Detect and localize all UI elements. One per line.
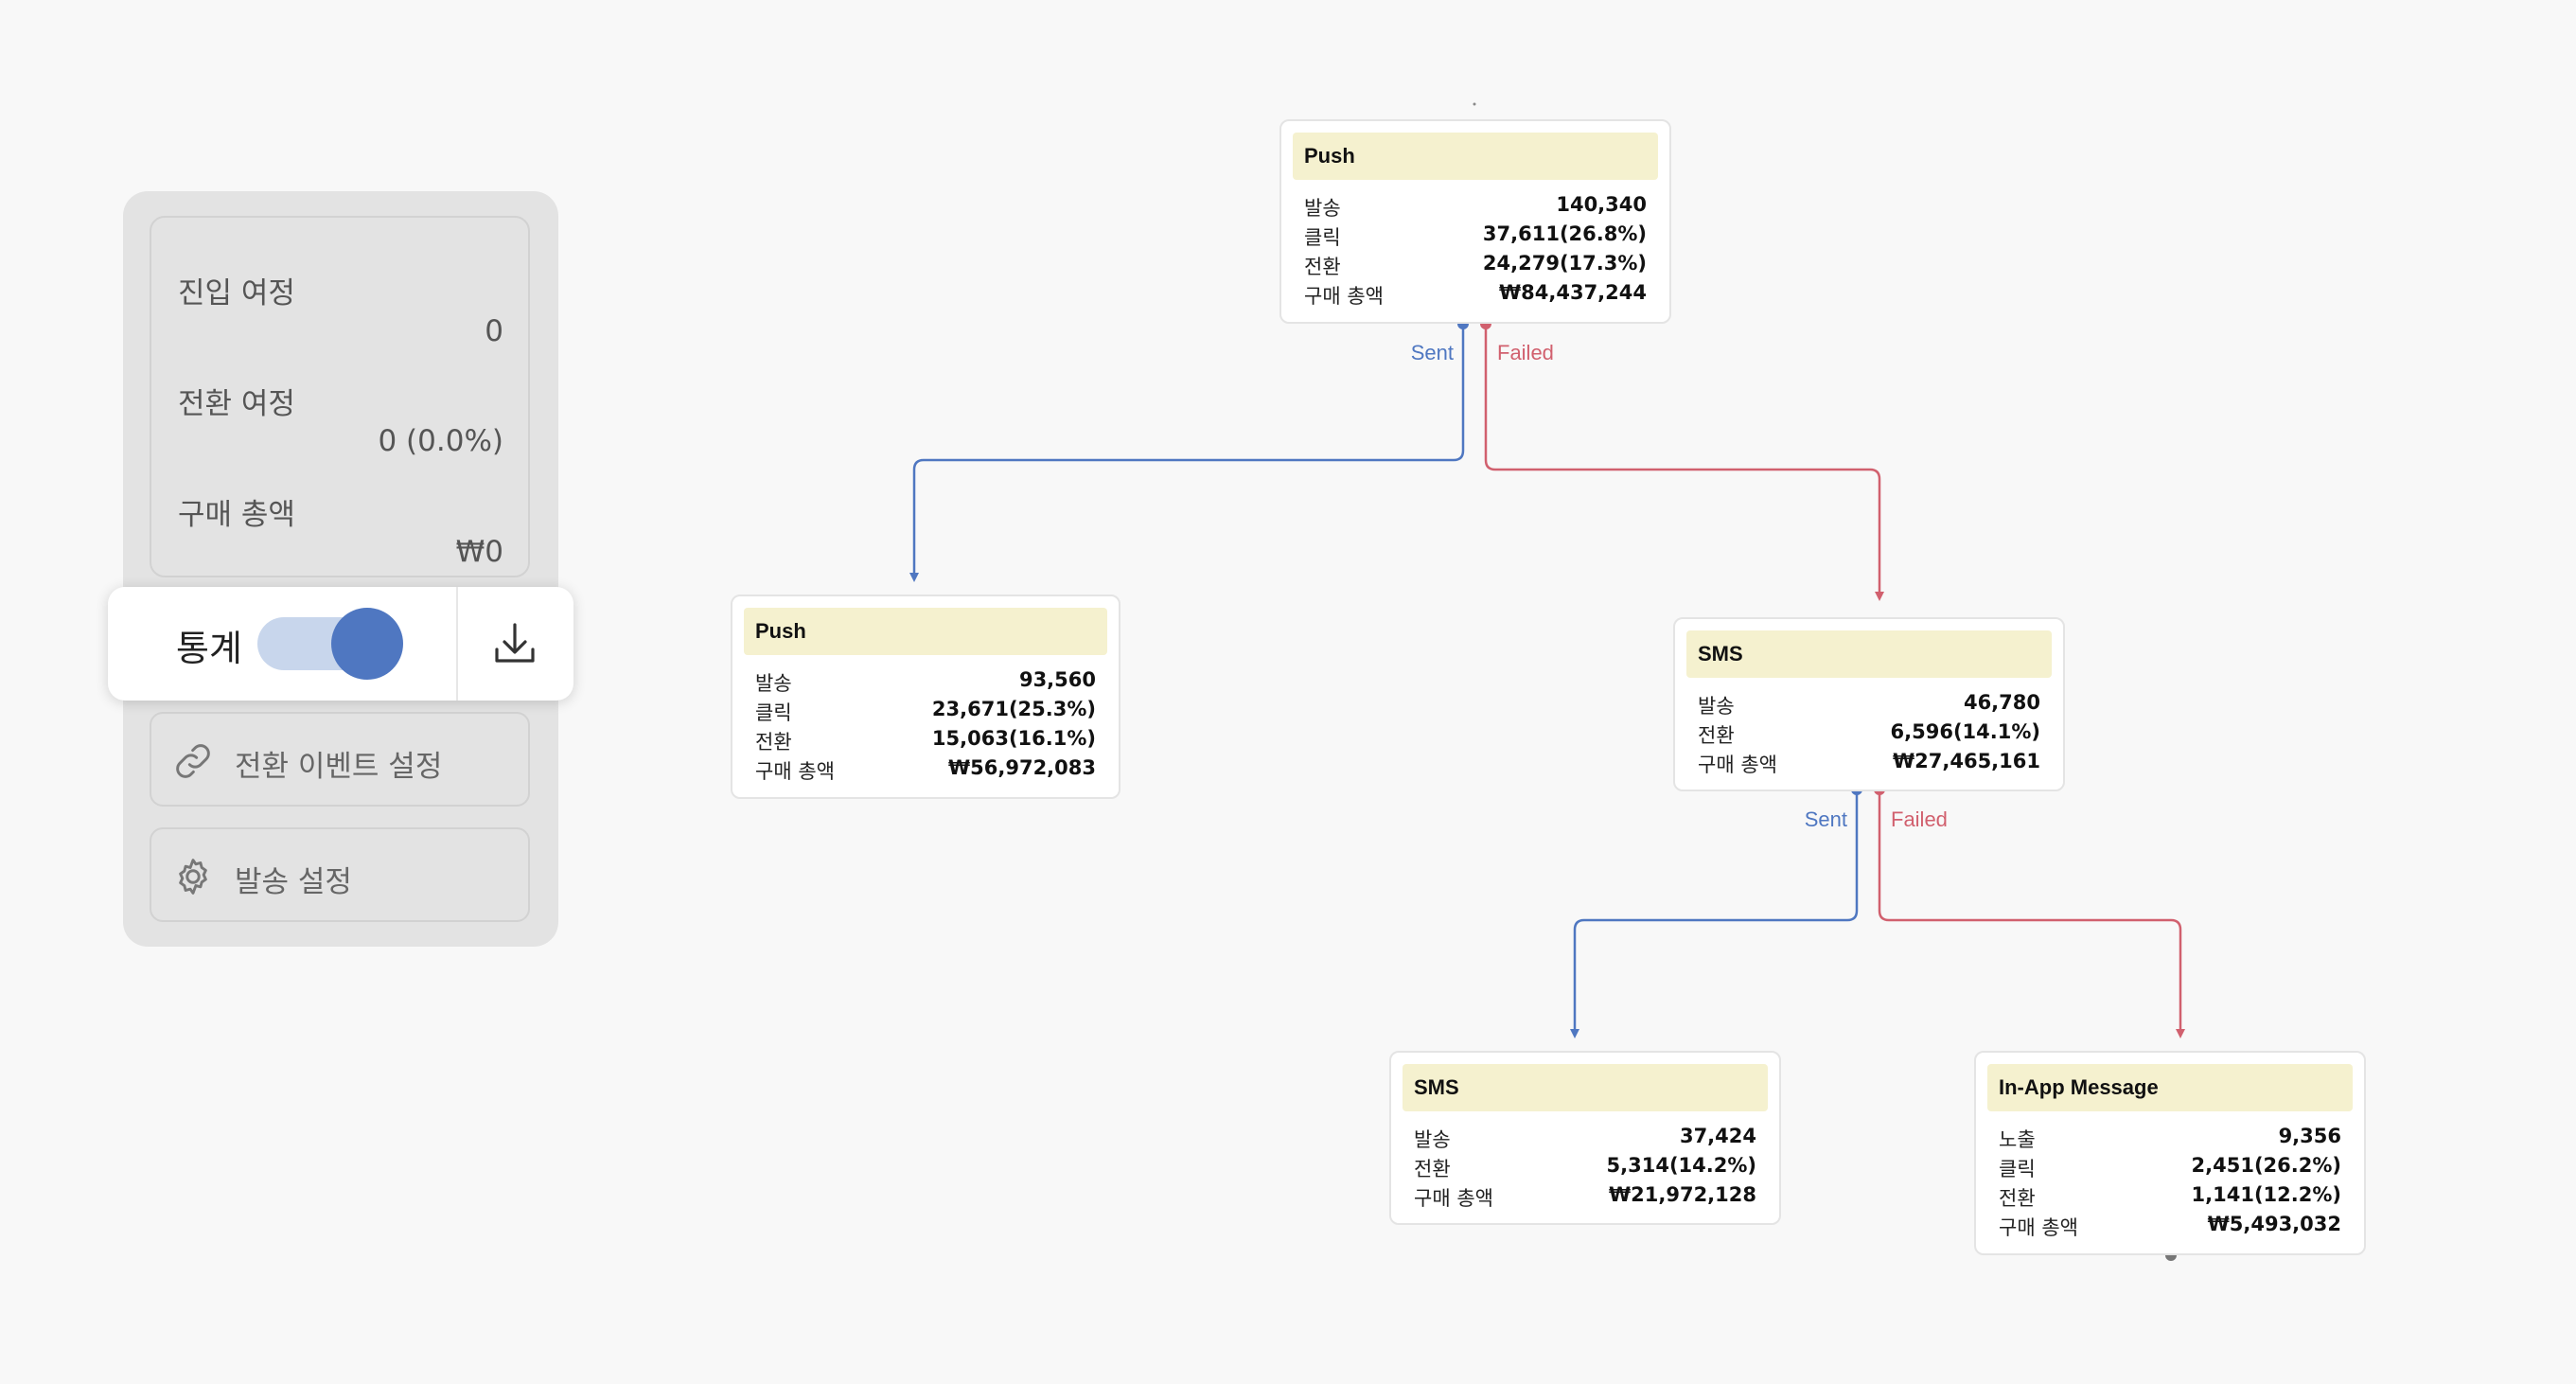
stats-summary-box: 진입 여정 0 전환 여정 0 (0.0%) 구매 총액 ₩0 xyxy=(150,216,530,577)
conversion-event-settings-button[interactable]: 전환 이벤트 설정 xyxy=(150,712,530,807)
edge-label-failed: Failed xyxy=(1891,807,1948,831)
edge-label-sent: Sent xyxy=(1411,341,1454,364)
metric-label: 전환 xyxy=(1304,256,1341,278)
flow-node-sms[interactable]: SMS 발송 46,780 전환 6,596(14.1%) 구매 총액 ₩27,465… xyxy=(1673,617,2065,791)
edge-sent-push-to-push xyxy=(909,326,1465,582)
gear-icon xyxy=(179,859,207,895)
node-title: Push xyxy=(1293,133,1658,180)
node-title: Push xyxy=(744,608,1107,655)
metric-label: 발송 xyxy=(1414,1128,1451,1151)
metric-value: 140,340 xyxy=(1556,193,1647,216)
metric-label: 클릭 xyxy=(755,701,792,724)
conversion-journey-value: 0 (0.0%) xyxy=(378,424,503,458)
conversion-event-settings-label: 전환 이벤트 설정 xyxy=(235,750,443,784)
metric-label: 구매 총액 xyxy=(1414,1187,1493,1210)
metric-label: 전환 xyxy=(1999,1187,2036,1210)
node-metric-row: 구매 총액 ₩56,972,083 xyxy=(755,753,1096,783)
metric-label: 발송 xyxy=(1698,695,1735,718)
node-metric-row: 구매 총액 ₩27,465,161 xyxy=(1698,746,2040,776)
node-title: In-App Message xyxy=(1987,1064,2353,1111)
node-metric-row: 클릭 37,611(26.8%) xyxy=(1304,219,1647,249)
metric-value: 15,063(16.1%) xyxy=(931,727,1096,750)
metric-value: 2,451(26.2%) xyxy=(2191,1154,2341,1177)
node-metric-row: 클릭 2,451(26.2%) xyxy=(1999,1150,2341,1180)
metric-label: 전환 xyxy=(1414,1158,1451,1180)
metric-label: 발송 xyxy=(755,672,792,695)
metric-value: 9,356 xyxy=(2278,1125,2341,1147)
metric-value: ₩21,972,128 xyxy=(1608,1183,1756,1206)
node-metric-row: 발송 46,780 xyxy=(1698,687,2040,718)
purchase-total-value: ₩0 xyxy=(455,535,503,569)
metric-label: 발송 xyxy=(1304,197,1341,220)
node-title: SMS xyxy=(1403,1064,1768,1111)
metric-value: 1,141(12.2%) xyxy=(2191,1183,2341,1206)
flow-node-push[interactable]: Push 발송 140,340 클릭 37,611(26.8%) 전환 24,279(… xyxy=(1279,119,1671,324)
metric-label: 클릭 xyxy=(1304,226,1341,249)
node-metric-row: 전환 15,063(16.1%) xyxy=(755,723,1096,754)
metric-value: 5,314(14.2%) xyxy=(1606,1154,1756,1177)
toggle-knob[interactable] xyxy=(331,608,403,680)
entry-journey-value: 0 xyxy=(485,314,503,348)
node-title: SMS xyxy=(1686,630,2052,678)
metric-value: 46,780 xyxy=(1963,691,2040,714)
node-metric-row: 전환 1,141(12.2%) xyxy=(1999,1180,2341,1210)
toggle-divider xyxy=(456,587,458,701)
node-metric-row: 전환 5,314(14.2%) xyxy=(1414,1150,1756,1180)
edge-sent-sms-to-sms xyxy=(1570,791,1859,1038)
stats-toggle-label: 통계 xyxy=(176,628,242,669)
node-metric-row: 구매 총액 ₩21,972,128 xyxy=(1414,1180,1756,1210)
send-settings-label: 발송 설정 xyxy=(235,865,352,899)
metric-value: 37,611(26.8%) xyxy=(1482,222,1647,245)
send-settings-button[interactable]: 발송 설정 xyxy=(150,827,530,922)
metric-value: 37,424 xyxy=(1679,1125,1756,1147)
purchase-total-label: 구매 총액 xyxy=(178,498,295,532)
flow-node-in-app-message[interactable]: In-App Message 노출 9,356 클릭 2,451(26.2%) 전환… xyxy=(1974,1051,2366,1255)
metric-label: 구매 총액 xyxy=(1999,1216,2078,1239)
edge-failed-push-to-sms xyxy=(1484,326,1884,601)
node-metric-row: 구매 총액 ₩84,437,244 xyxy=(1304,277,1647,308)
node-metric-row: 발송 93,560 xyxy=(755,665,1096,695)
node-metric-row: 구매 총액 ₩5,493,032 xyxy=(1999,1209,2341,1239)
metric-label: 노출 xyxy=(1999,1128,2036,1151)
metric-value: ₩84,437,244 xyxy=(1498,281,1647,304)
metric-value: 23,671(25.3%) xyxy=(931,698,1096,720)
entry-journey-label: 진입 여정 xyxy=(178,276,295,311)
link-icon xyxy=(176,744,210,778)
conversion-journey-label: 전환 여정 xyxy=(178,387,295,421)
edge-label-failed: Failed xyxy=(1497,341,1554,364)
metric-label: 구매 총액 xyxy=(1304,285,1384,308)
journey-stats-panel: 진입 여정 0 전환 여정 0 (0.0%) 구매 총액 ₩0 전환 이벤트 설… xyxy=(123,191,558,947)
metric-value: 6,596(14.1%) xyxy=(1890,720,2040,743)
node-metric-row: 클릭 23,671(25.3%) xyxy=(755,694,1096,724)
metric-value: ₩27,465,161 xyxy=(1892,750,2040,772)
node-metric-row: 전환 24,279(17.3%) xyxy=(1304,248,1647,278)
metric-value: ₩56,972,083 xyxy=(947,756,1096,779)
node-metric-row: 전환 6,596(14.1%) xyxy=(1698,717,2040,747)
flow-node-sms[interactable]: SMS 발송 37,424 전환 5,314(14.2%) 구매 총액 ₩21,972… xyxy=(1389,1051,1781,1225)
download-icon xyxy=(495,623,535,663)
top-anchor-dot xyxy=(1473,102,1476,106)
download-button[interactable] xyxy=(473,606,556,682)
metric-label: 전환 xyxy=(1698,724,1735,747)
metric-value: 93,560 xyxy=(1018,668,1096,691)
metric-label: 클릭 xyxy=(1999,1158,2036,1180)
metric-label: 전환 xyxy=(755,731,792,754)
node-metric-row: 발송 37,424 xyxy=(1414,1121,1756,1151)
stats-toggle-bar: 통계 xyxy=(108,587,573,701)
edge-label-sent: Sent xyxy=(1805,807,1847,831)
metric-label: 구매 총액 xyxy=(1698,754,1777,776)
metric-value: 24,279(17.3%) xyxy=(1482,252,1647,275)
node-metric-row: 노출 9,356 xyxy=(1999,1121,2341,1151)
node-metric-row: 발송 140,340 xyxy=(1304,189,1647,220)
metric-label: 구매 총액 xyxy=(755,760,835,783)
metric-value: ₩5,493,032 xyxy=(2207,1213,2341,1235)
flow-node-push[interactable]: Push 발송 93,560 클릭 23,671(25.3%) 전환 15,063(1… xyxy=(731,594,1120,799)
edge-failed-sms-to-inapp xyxy=(1878,791,2185,1038)
